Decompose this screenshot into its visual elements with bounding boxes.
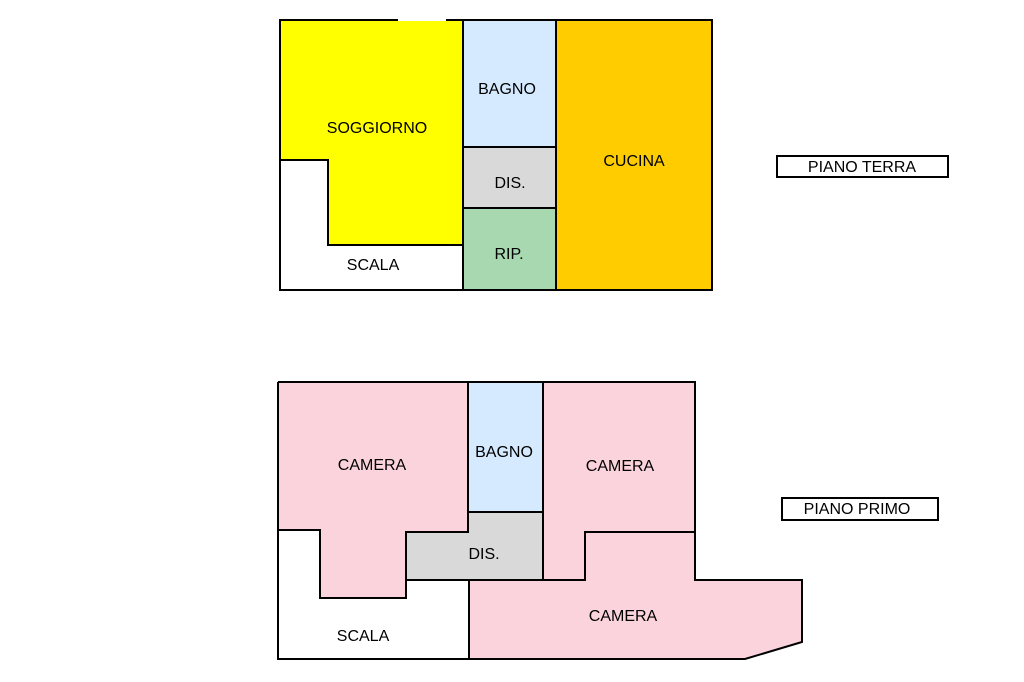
gf-scala-label: SCALA [347,257,400,274]
ff-title-box: PIANO PRIMO [781,497,939,521]
gf-rip-room [463,208,556,290]
gf-cucina-label: CUCINA [603,153,665,170]
ff-camera-2-label: CAMERA [586,458,655,475]
gf-title-box: PIANO TERRA [776,155,949,178]
gf-soggiorno-room [280,20,463,245]
ff-camera-3-room [469,532,802,659]
gf-dis-room [463,147,556,208]
ff-bagno-room [468,382,543,512]
ff-scala-label: SCALA [337,628,390,645]
first-floor-plan: CAMERA BAGNO CAMERA DIS. CAMERA SCALA [277,381,803,660]
ff-bagno-label: BAGNO [475,444,533,461]
ff-dis-label: DIS. [468,546,499,563]
gf-title: PIANO TERRA [808,159,917,176]
ff-camera-1-label: CAMERA [338,457,407,474]
ff-title: PIANO PRIMO [804,501,911,518]
ff-camera-3-label: CAMERA [589,608,658,625]
ff-walls [277,381,803,660]
gf-bagno-room [463,20,556,147]
gf-walls [279,19,713,291]
gf-cucina-room [556,20,712,290]
ff-camera-2-room [543,382,695,580]
ground-floor-plan: SOGGIORNO BAGNO DIS. CUCINA RIP. SCALA [279,19,713,291]
gf-rip-label: RIP. [494,246,523,263]
ff-dis-room [406,512,543,580]
ff-camera-1-room [278,382,468,598]
gf-dis-label: DIS. [494,175,525,192]
gf-soggiorno-label: SOGGIORNO [327,120,427,137]
gf-bagno-label: BAGNO [478,81,536,98]
